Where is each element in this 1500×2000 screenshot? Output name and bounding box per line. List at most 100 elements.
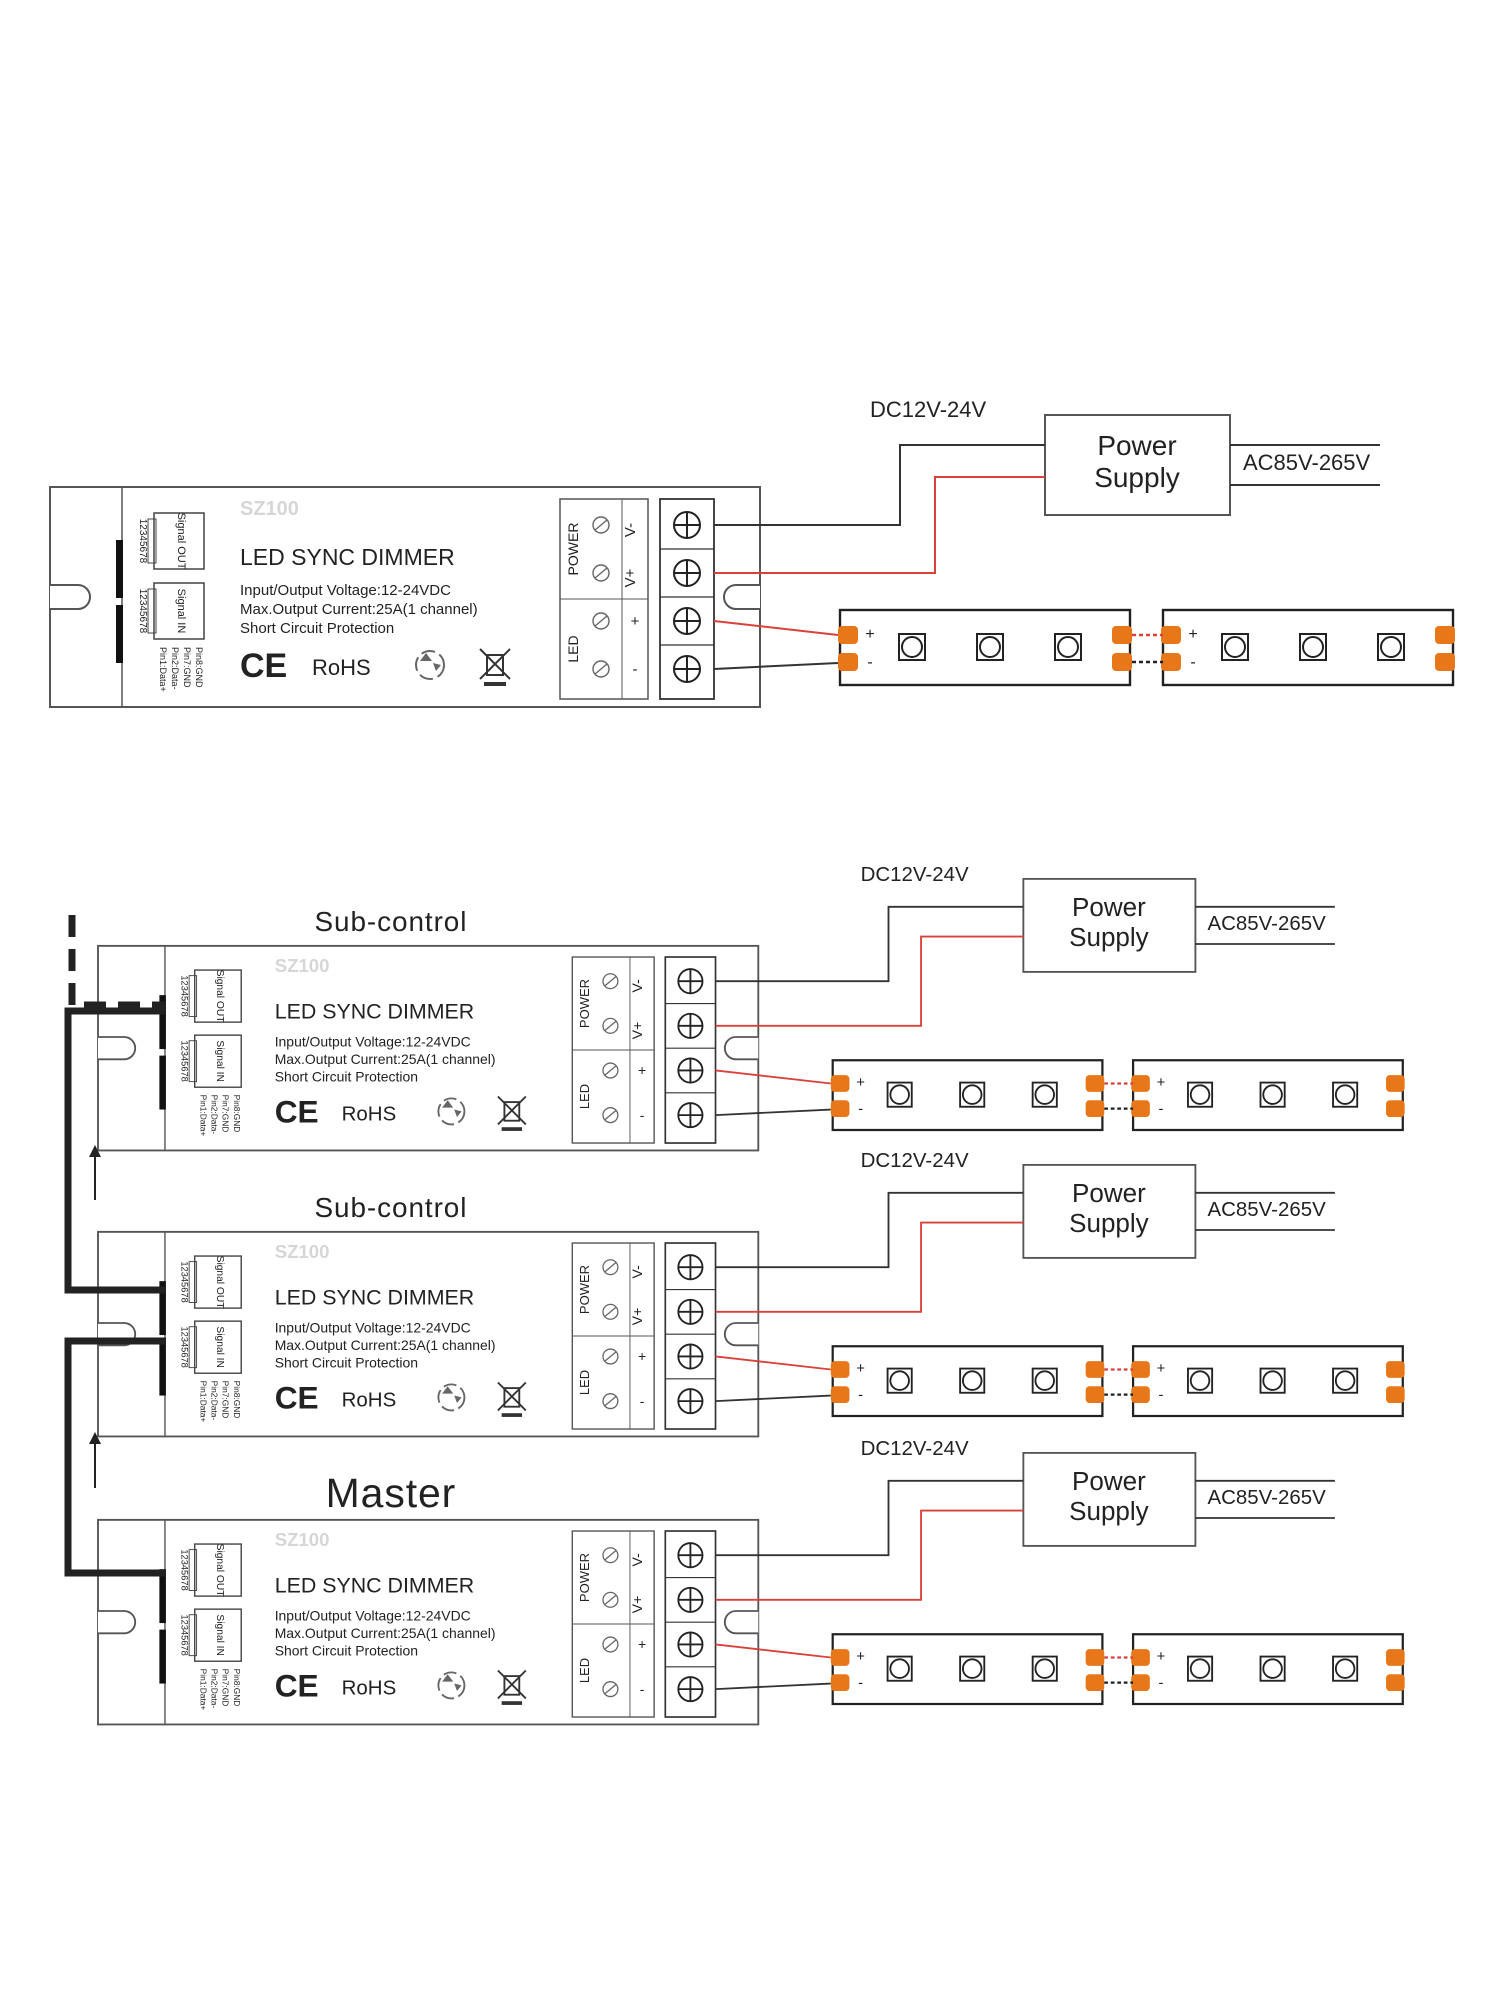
terminal-label-2: V+ (629, 1022, 645, 1039)
rohs-label: RoHS (342, 1103, 397, 1126)
strip-plus-label: + (1188, 626, 1197, 643)
power-supply-box (1022, 1451, 1197, 1547)
power-supply-label-1: Power (1097, 430, 1176, 461)
signal-port-bar-lower (159, 1629, 166, 1684)
screw-icon-1 (677, 1254, 704, 1281)
rj45-pins-in (147, 588, 157, 634)
mounting-slot-right (723, 584, 760, 610)
strip-plus-label: + (1157, 1361, 1166, 1377)
solder-pad-out-minus (1435, 653, 1455, 671)
strip-minus-label: - (867, 654, 872, 671)
led-strip-2: +- (1131, 1059, 1405, 1132)
power-supply-label-2: Supply (1069, 1208, 1149, 1238)
screw-slot-ring (602, 1636, 619, 1653)
screw-slot-line (604, 1351, 617, 1362)
strip-plus-label: + (856, 1075, 865, 1091)
rj45-port-in (194, 1608, 242, 1662)
solder-pad-out-plus (1386, 1649, 1405, 1666)
solder-pad-in-plus (830, 1649, 850, 1666)
solder-pad-out-plus (1112, 626, 1132, 644)
led-chip-icon-2 (1259, 1081, 1286, 1108)
led-chip-icon-1 (886, 1655, 913, 1682)
screw-slot-ring (602, 1393, 619, 1410)
pin-numbers-in: 12345678 (137, 589, 148, 634)
sync-cable-lower (64, 1337, 166, 1577)
pin-legend-4: Pin8:GND (232, 1095, 242, 1133)
role-label-sub_control: Sub-control (315, 906, 468, 937)
arrow-head (89, 1432, 101, 1444)
recycle-icon-ring (437, 1097, 466, 1126)
screw-slot-ring (602, 1547, 619, 1564)
screw-slot-icon-1 (602, 1259, 619, 1276)
ac-voltage-label: AC85V-265V (1207, 1486, 1326, 1509)
led-chip-icon-1 (898, 633, 926, 661)
led-group-label: LED (565, 635, 581, 662)
led-chip-icon-1 (1221, 633, 1249, 661)
solder-pad-in-minus (830, 1674, 850, 1691)
direction-arrow-icon-2 (89, 1432, 101, 1488)
spec-protection: Short Circuit Protection (275, 1355, 418, 1371)
screw-slot-ring (592, 660, 610, 678)
screw-slot-icon-1 (602, 973, 619, 990)
led-chip-icon-2 (959, 1655, 986, 1682)
screw-icon-2 (677, 1012, 704, 1039)
pin-legend-3: Pin7:GND (221, 1669, 231, 1707)
dc-voltage-label: DC12V-24V (861, 1149, 969, 1172)
rj45-pins-out (147, 518, 157, 564)
spec-voltage: Input/Output Voltage:12-24VDC (275, 1319, 471, 1335)
terminal-label-4: - (633, 661, 638, 678)
screw-slot-icon-2 (602, 1591, 619, 1608)
led-chip-icon-3 (1332, 1367, 1359, 1394)
led-chip-lens (979, 636, 1001, 658)
screw-slot-line (594, 663, 608, 675)
sync-cable-extension (68, 915, 166, 1009)
led-chip-icon-2 (1259, 1655, 1286, 1682)
screw-slot-ring (602, 973, 619, 990)
recycle-icon (437, 1097, 466, 1126)
signal-out-label: Signal OUT (214, 1256, 225, 1309)
recycle-icon (415, 650, 445, 680)
signal-port-bar-lower (159, 1055, 166, 1110)
pin-legend-4: Pin8:GND (232, 1381, 242, 1419)
led-strip-1: +- (830, 1633, 1105, 1706)
screw-icon-4 (677, 1388, 704, 1415)
solder-pad-in-minus (1131, 1674, 1150, 1691)
led-chip-icon-1 (1187, 1655, 1214, 1682)
led-strip-1: +- (830, 1345, 1105, 1418)
terminal-label-1: V- (622, 523, 639, 537)
screw-slot-ring (592, 564, 610, 582)
led-chip-icon-3 (1031, 1655, 1058, 1682)
spec-current: Max.Output Current:25A(1 channel) (275, 1337, 496, 1353)
led-chip-icon-3 (1332, 1081, 1359, 1108)
wire-v-plus (714, 476, 1045, 574)
screw-slot-line (604, 1306, 617, 1317)
signal-out-label: Signal OUT (214, 1544, 225, 1597)
solder-pad-in-minus (1131, 1100, 1150, 1117)
led-chip-icon-3 (1332, 1655, 1359, 1682)
solder-pad-in-plus (830, 1361, 850, 1378)
terminal-label-2: V+ (629, 1596, 645, 1613)
signal-in-label: Signal IN (214, 1614, 225, 1655)
led-chip-icon-1 (886, 1081, 913, 1108)
led-chip-lens (889, 1084, 910, 1105)
power-supply-box (1022, 877, 1197, 973)
led-chip-lens (961, 1370, 983, 1391)
terminal-label-4: - (640, 1681, 645, 1697)
solder-pad-in-minus (830, 1386, 850, 1403)
led-chip-icon-2 (1299, 633, 1327, 661)
strip-minus-label: - (1159, 1387, 1164, 1403)
screw-icon-2 (677, 1298, 704, 1325)
wire-v-minus (714, 444, 1045, 526)
solder-pad-in-plus (830, 1075, 850, 1092)
recycle-icon-ring (437, 1671, 466, 1700)
wire-led-plus (715, 1355, 831, 1371)
weee-bin-icon (479, 648, 511, 686)
